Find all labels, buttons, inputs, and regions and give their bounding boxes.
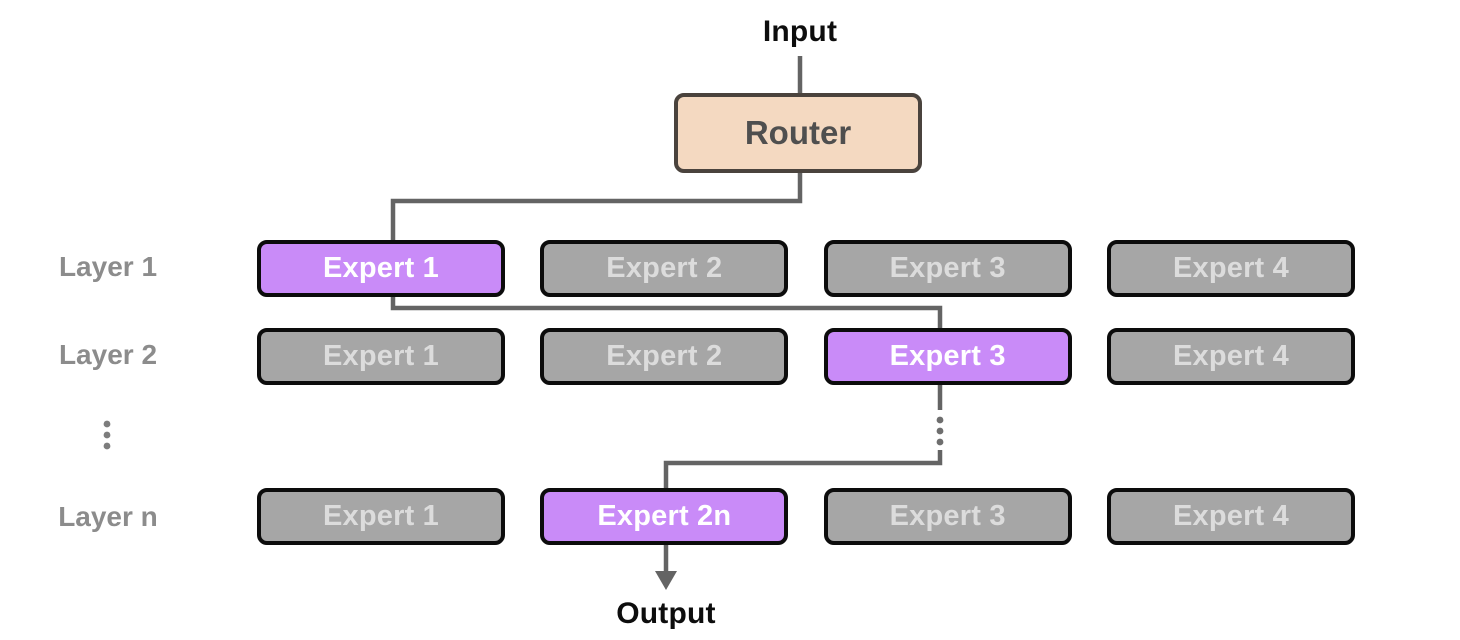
- connector-expert3-expert2n: [663, 450, 943, 488]
- layer2-expert-3-box: Expert 3: [823, 328, 1072, 385]
- layer-1-label: Layer 1: [58, 251, 158, 282]
- layer1-expert-1-box: Expert 1: [257, 240, 505, 297]
- layer2-expert-2-box: Expert 2: [540, 328, 789, 385]
- layer-1-row: Expert 1 Expert 2 Expert 3 Expert 4: [257, 240, 1355, 297]
- output-label: Output: [616, 597, 716, 630]
- layer2-expert-4-box: Expert 4: [1106, 328, 1355, 385]
- layern-expert-1-box: Expert 1: [257, 488, 505, 545]
- input-label: Input: [762, 15, 838, 48]
- connector-dotted-segment: [936, 416, 944, 446]
- layer-2-label: Layer 2: [58, 339, 158, 370]
- layern-expert-4-box: Expert 4: [1106, 488, 1355, 545]
- layern-expert-3-box: Expert 3: [823, 488, 1072, 545]
- layer1-expert-2-box: Expert 2: [540, 240, 789, 297]
- layer1-expert-3-box: Expert 3: [823, 240, 1072, 297]
- layer2-expert-1-box: Expert 1: [257, 328, 505, 385]
- output-arrowhead-icon: [655, 571, 677, 590]
- layern-expert-2n-box: Expert 2n: [540, 488, 789, 545]
- router-label: Router: [744, 114, 852, 151]
- router-box: Router: [674, 93, 922, 173]
- layer-n-label: Layer n: [58, 501, 158, 532]
- layer-2-row: Expert 1 Expert 2 Expert 3 Expert 4: [257, 328, 1355, 385]
- vertical-ellipsis-icon: [103, 420, 111, 450]
- layer1-expert-4-box: Expert 4: [1106, 240, 1355, 297]
- layer-n-row: Expert 1 Expert 2n Expert 3 Expert 4: [257, 488, 1355, 545]
